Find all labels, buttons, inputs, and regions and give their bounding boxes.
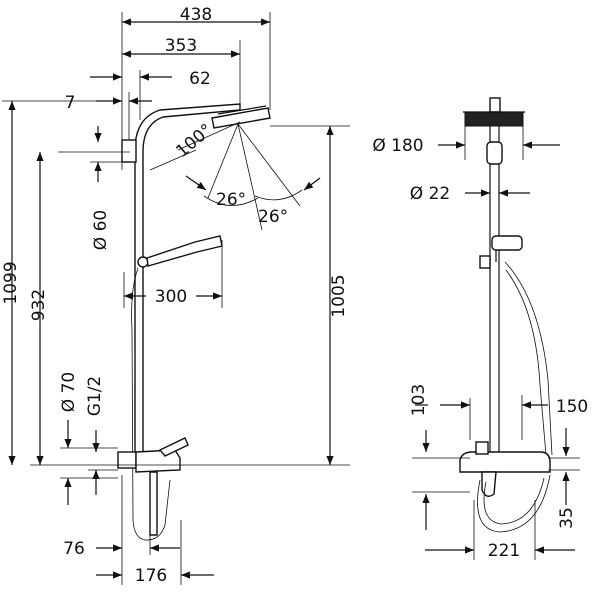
dim-353: 353 (165, 36, 197, 56)
front-view: Ø 180 Ø 22 103 150 35 221 (372, 97, 588, 561)
overhead-shower-head (211, 105, 271, 129)
dim-103: 103 (409, 384, 429, 416)
angle-26b: 26° (258, 207, 288, 227)
dim-d70: Ø 70 (59, 372, 79, 412)
hose-front (504, 261, 553, 456)
spray-angle-lines (149, 121, 301, 231)
angle-26a: 26° (216, 190, 246, 210)
dim-76: 76 (63, 539, 85, 559)
dim-300: 300 (155, 287, 187, 307)
dim-221: 221 (488, 541, 520, 561)
dim-1099: 1099 (1, 261, 21, 304)
dim-d180: Ø 180 (372, 136, 423, 156)
dim-932: 932 (29, 289, 49, 321)
dim-176: 176 (135, 566, 167, 586)
hand-shower (131, 235, 223, 541)
dim-438: 438 (180, 5, 212, 25)
mixer-body (117, 437, 189, 536)
dim-7: 7 (65, 93, 76, 113)
dim-35: 35 (557, 507, 577, 529)
dim-62: 62 (189, 69, 211, 89)
dim-g12: G1/2 (85, 376, 105, 417)
holder-front (479, 235, 523, 269)
dim-d60: Ø 60 (91, 210, 111, 250)
dim-1005: 1005 (329, 274, 349, 317)
angle-100: 100° (172, 120, 216, 162)
overhead-shower-front (463, 97, 525, 127)
dim-150: 150 (556, 397, 588, 417)
mixer-front (459, 441, 551, 533)
dim-d22: Ø 22 (410, 184, 450, 204)
side-view: 438 353 62 7 100° 26° 26° Ø 60 (1, 5, 350, 586)
wall-bracket (121, 139, 137, 163)
riser-front (486, 126, 503, 455)
